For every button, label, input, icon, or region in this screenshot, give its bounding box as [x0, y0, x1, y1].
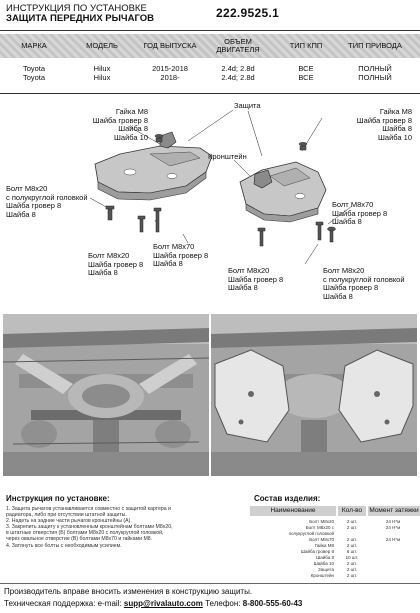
callout-bolt-right-round: Болт М8x20 с полукруглой головкой Шайба …: [323, 266, 405, 301]
instructions-list: 1. Защита рычагов устанавливается совмес…: [6, 506, 244, 549]
spec-header-gearbox: ТИП КПП: [289, 40, 323, 50]
parts-title: Состав изделия:: [254, 494, 321, 503]
spec-cell: ВСЕ: [298, 64, 314, 73]
doc-title-line2: ЗАЩИТА ПЕРЕДНИХ РЫЧАГОВ: [6, 13, 154, 24]
callout-nut-left: Гайка М8 Шайба гровер 8 Шайба 8 Шайба 10: [92, 107, 148, 142]
footer-note: Производитель вправе вносить изменения в…: [4, 587, 253, 596]
spec-cell: 2015-2018: [152, 64, 188, 73]
bolt-left-icon: [105, 205, 115, 221]
spec-header-drive: ТИП ПРИВОДА: [348, 40, 402, 50]
nut-right-icon: [298, 142, 308, 151]
callout-bolt-bottom-m8x20: Болт М8x20 Шайба гровер 8 Шайба 8: [228, 266, 284, 293]
doc-title-line1: ИНСТРУКЦИЯ ПО УСТАНОВКЕ: [6, 3, 147, 14]
callout-bolt-left-round: Болт М8x20 с полукруглой головкой Шайба …: [6, 184, 88, 219]
left-protection-plate: [94, 145, 213, 201]
instruction-step: 3. Закрепить защиту к установленным крон…: [6, 524, 173, 531]
spec-header-brand: МАРКА: [21, 40, 47, 50]
spec-cell: ПОЛНЫЙ: [358, 73, 392, 82]
bolt-mid-left-icon: [137, 215, 146, 233]
part-number: 222.9525.1: [216, 6, 280, 20]
spec-cell: 2018-: [160, 73, 180, 82]
left-bracket: [159, 131, 177, 149]
parts-header-name: Наименование: [250, 506, 336, 516]
callout-bolt-mid-m8x70: Болт М8x70 Шайба гровер 8 Шайба 8: [153, 242, 209, 269]
bolt-bottom-icon: [257, 227, 266, 247]
support-email-link[interactable]: supp@rivalauto.com: [123, 599, 203, 608]
instruction-step: в штатные отверстия (Б) болтами М8х20 с …: [6, 530, 164, 537]
spec-cell: 2.4d; 2.8d: [221, 64, 255, 73]
parts-header-qty: Кол-во: [338, 506, 366, 516]
support-phone: 8-800-555-60-43: [242, 599, 303, 608]
parts-row: полукруглой головкой: [288, 531, 334, 536]
instruction-step: 4. Затянуть все болты с необходимым усил…: [6, 542, 122, 549]
bolt-right-icon: [315, 221, 324, 241]
header-divider: [0, 30, 420, 31]
spec-cell: Hilux: [93, 73, 111, 82]
instruction-step: 1. Защита рычагов устанавливается совмес…: [6, 506, 171, 512]
spec-table: МАРКА МОДЕЛЬ ГОД ВЫПУСКА ОБЪЕМ ДВИГАТЕЛЯ…: [0, 34, 420, 92]
spec-cell: Toyota: [22, 64, 46, 73]
spec-divider: [0, 93, 420, 94]
nut-left-icon: [154, 134, 164, 143]
spec-header-year: ГОД ВЫПУСКА: [143, 40, 197, 50]
callout-bolt-mid-m8x20: Болт М8x20 Шайба гровер 8 Шайба 8: [88, 251, 144, 278]
bolt-mid-icon: [153, 207, 162, 233]
callout-bolt-right-m8x70: Болт М8x70 Шайба гровер 8 Шайба 8: [332, 200, 388, 227]
footer-divider: [0, 583, 420, 584]
spec-cell: ВСЕ: [298, 73, 314, 82]
photo-after-install: [211, 314, 417, 476]
spec-cell: ПОЛНЫЙ: [358, 64, 392, 73]
bolt-right-round-icon: [327, 226, 336, 243]
parts-table: Наименование Кол-во Момент затяжки Болт …: [250, 506, 420, 582]
spec-header-model: МОДЕЛЬ: [86, 40, 118, 50]
instruction-step: радиатора, либо при отсутствии штатной з…: [6, 512, 127, 519]
spec-table-header: [0, 34, 420, 58]
spec-cell: 2.4d; 2.8d: [221, 73, 255, 82]
callout-bracket: Кронштейн: [208, 152, 247, 161]
email-label: e-mail:: [97, 599, 122, 608]
exploded-diagram: [89, 109, 353, 265]
footer-support: Техническая поддержка: e-mail: supp@riva…: [4, 599, 302, 608]
photo-before-install: [3, 314, 209, 476]
spec-cell: Toyota: [22, 73, 46, 82]
right-bracket: [253, 169, 273, 189]
spec-header-engine: ОБЪЕМ ДВИГАТЕЛЯ: [216, 36, 260, 54]
parts-header-torque: Момент затяжки: [368, 506, 420, 516]
phone-label: Телефон:: [205, 599, 241, 608]
instructions-title: Инструкция по установке:: [6, 494, 110, 503]
support-label: Техническая поддержка:: [4, 599, 96, 608]
callout-nut-right: Гайка М8 Шайба гровер 8 Шайба 8 Шайба 10: [356, 107, 412, 142]
right-protection-plate: [239, 161, 327, 223]
callout-protection: Защита: [234, 101, 261, 110]
spec-cell: Hilux: [93, 64, 111, 73]
instruction-step: через овальное отверстие (В) болтами М8х…: [6, 536, 153, 543]
instruction-step: 2. Надеть на задние части рычагов кроншт…: [6, 518, 132, 525]
